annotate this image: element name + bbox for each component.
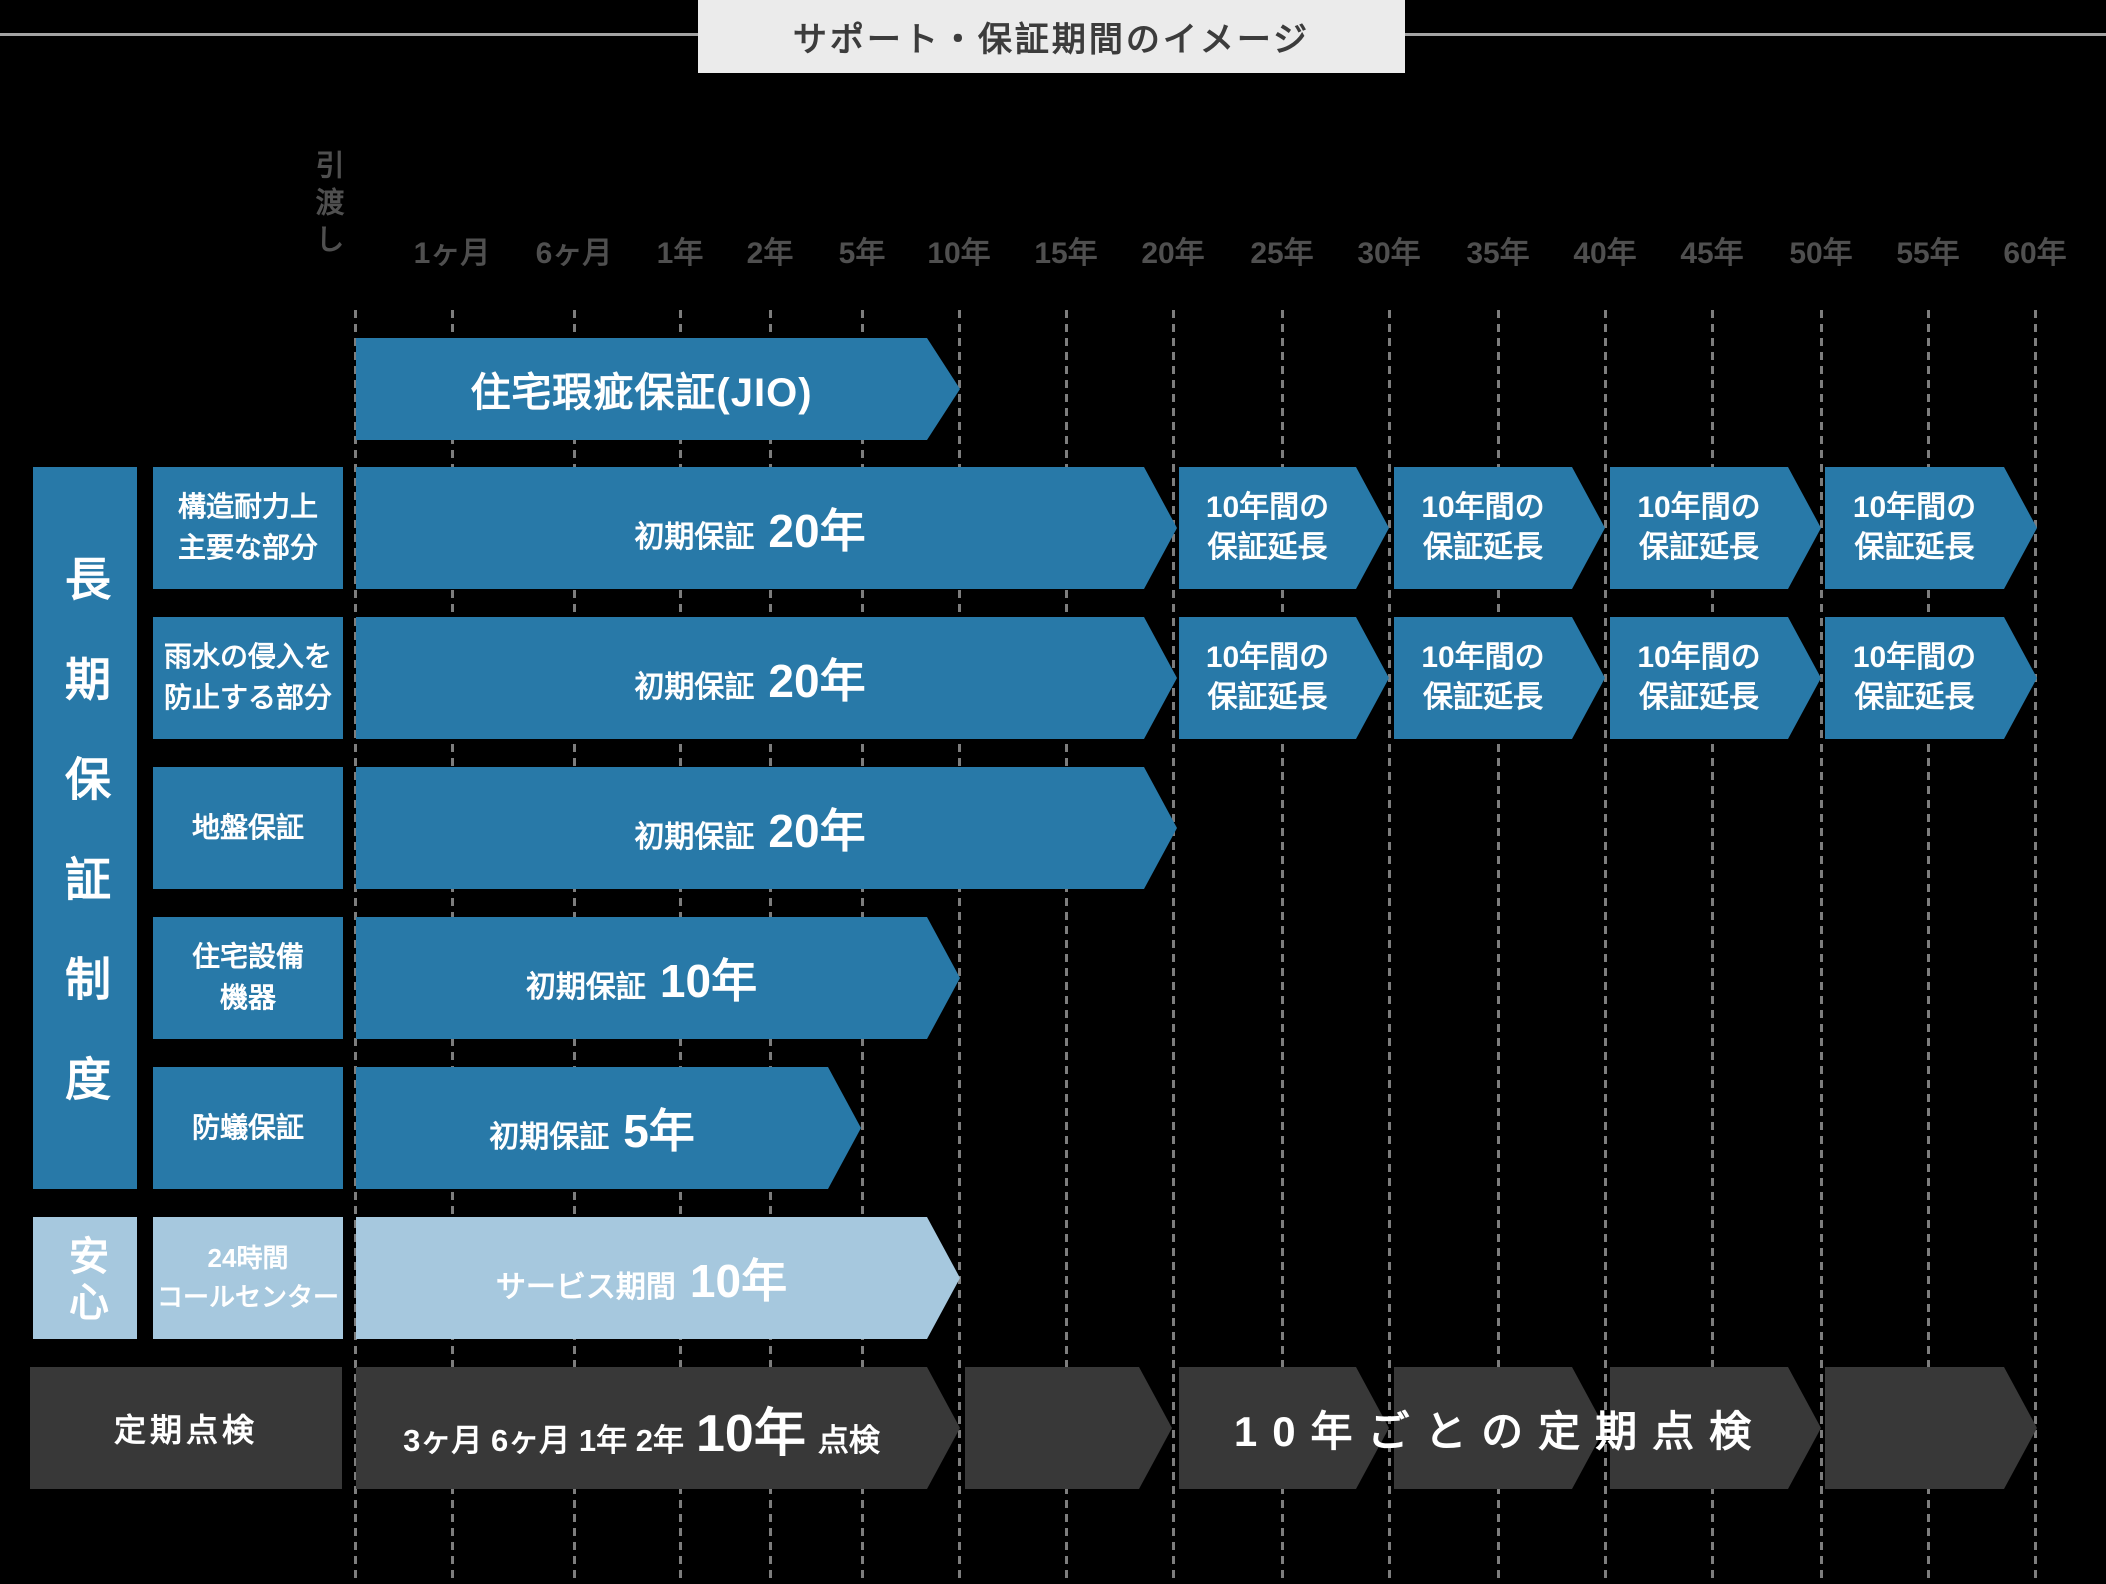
service-period-bar: サービス期間 10年	[356, 1217, 960, 1339]
gridline	[1927, 310, 1930, 1584]
inspection-segment	[1825, 1367, 2037, 1489]
inspection-segment	[1179, 1367, 1389, 1489]
sidebar-long-term-warranty: 長期保証制度	[33, 467, 137, 1189]
inspection-early-items: 3ヶ月 6ヶ月 1年 2年	[403, 1422, 684, 1458]
initial-warranty-value: 10年	[659, 955, 758, 1007]
extension-arrow: 10年間の 保証延長	[1610, 617, 1821, 739]
extension-arrow: 10年間の 保証延長	[1394, 617, 1605, 739]
recurring-inspection-text: 10年ごとの定期点検	[1233, 1407, 1767, 1455]
row-label-termite: 防蟻保証	[153, 1067, 343, 1189]
tick-label-40year: 40年	[1573, 237, 1637, 270]
initial-warranty-bar-structure: 初期保証 20年	[356, 467, 1177, 589]
extension-arrow: 10年間の 保証延長	[1179, 467, 1389, 589]
gridline	[354, 310, 357, 1584]
inspection-first-bar: 3ヶ月 6ヶ月 1年 2年 10年 点検	[356, 1367, 960, 1489]
jio-warranty-label: 住宅瑕疵保証(JIO)	[470, 371, 813, 415]
row-label-equipment: 住宅設備 機器	[153, 917, 343, 1039]
tick-label-55year: 55年	[1896, 237, 1960, 270]
row-label-ground: 地盤保証	[153, 767, 343, 889]
initial-warranty-prefix: 初期保証	[634, 521, 755, 554]
gridline	[1065, 310, 1068, 1584]
tick-label-50year: 50年	[1789, 237, 1853, 270]
initial-warranty-prefix: 初期保証	[525, 971, 646, 1004]
service-period-value: 10年	[689, 1255, 788, 1307]
tick-label-30year: 30年	[1357, 237, 1421, 270]
gridline	[1388, 310, 1391, 1584]
title-banner: サポート・保証期間のイメージ	[698, 0, 1405, 73]
sidebar-anshin: 安心	[33, 1217, 137, 1339]
page-title: サポート・保証期間のイメージ	[792, 21, 1311, 59]
gridline	[1281, 310, 1284, 1584]
tick-label-15year: 15年	[1034, 237, 1098, 270]
gridline	[958, 310, 961, 1584]
tick-label-2year: 2年	[746, 237, 794, 270]
tick-label-10year: 10年	[927, 237, 991, 270]
initial-warranty-bar-rainwater: 初期保証 20年	[356, 617, 1177, 739]
extension-arrow: 10年間の 保証延長	[1825, 617, 2037, 739]
tick-label-45year: 45年	[1680, 237, 1744, 270]
tick-label-60year: 60年	[2003, 237, 2067, 270]
tick-label-20year: 20年	[1141, 237, 1205, 270]
inspection-segment	[965, 1367, 1172, 1489]
gridline	[1711, 310, 1714, 1584]
initial-warranty-bar-ground: 初期保証 20年	[356, 767, 1177, 889]
handover-label: 引渡し	[311, 150, 343, 261]
initial-warranty-bar-termite: 初期保証 5年	[356, 1067, 861, 1189]
initial-warranty-bar-equipment: 初期保証 10年	[356, 917, 960, 1039]
initial-warranty-prefix: 初期保証	[489, 1121, 610, 1154]
gridline	[1497, 310, 1500, 1584]
inspection-segment	[1610, 1367, 1821, 1489]
initial-warranty-prefix: 初期保証	[634, 671, 755, 704]
jio-warranty-bar: 住宅瑕疵保証(JIO)	[356, 338, 960, 440]
gridline	[2034, 310, 2037, 1584]
initial-warranty-value: 20年	[768, 505, 866, 557]
inspection-segment	[1394, 1367, 1605, 1489]
tick-label-1year: 1年	[656, 237, 704, 270]
extension-arrow: 10年間の 保証延長	[1179, 617, 1389, 739]
initial-warranty-value: 20年	[768, 805, 866, 857]
tick-label-6month: 6ヶ月	[535, 237, 613, 270]
inspection-row-label: 定期点検	[30, 1367, 342, 1489]
gridline	[1604, 310, 1607, 1584]
row-label-structure: 構造耐力上 主要な部分	[153, 467, 343, 589]
tick-label-25year: 25年	[1250, 237, 1314, 270]
tick-label-1month: 1ヶ月	[413, 237, 491, 270]
gridline	[1172, 310, 1175, 1584]
row-label-rainwater: 雨水の侵入を 防止する部分	[153, 617, 343, 739]
service-period-prefix: サービス期間	[495, 1271, 676, 1304]
row-label-callcenter: 24時間 コールセンター	[153, 1217, 343, 1339]
inspection-10year: 10年	[695, 1404, 806, 1463]
tick-label-35year: 35年	[1466, 237, 1530, 270]
extension-arrow: 10年間の 保証延長	[1610, 467, 1821, 589]
initial-warranty-value: 5年	[623, 1105, 695, 1157]
tick-label-5year: 5年	[838, 237, 886, 270]
initial-warranty-value: 20年	[768, 655, 866, 707]
extension-arrow: 10年間の 保証延長	[1394, 467, 1605, 589]
extension-arrow: 10年間の 保証延長	[1825, 467, 2037, 589]
inspection-suffix: 点検	[817, 1422, 880, 1458]
gridline	[1820, 310, 1823, 1584]
initial-warranty-prefix: 初期保証	[634, 821, 755, 854]
